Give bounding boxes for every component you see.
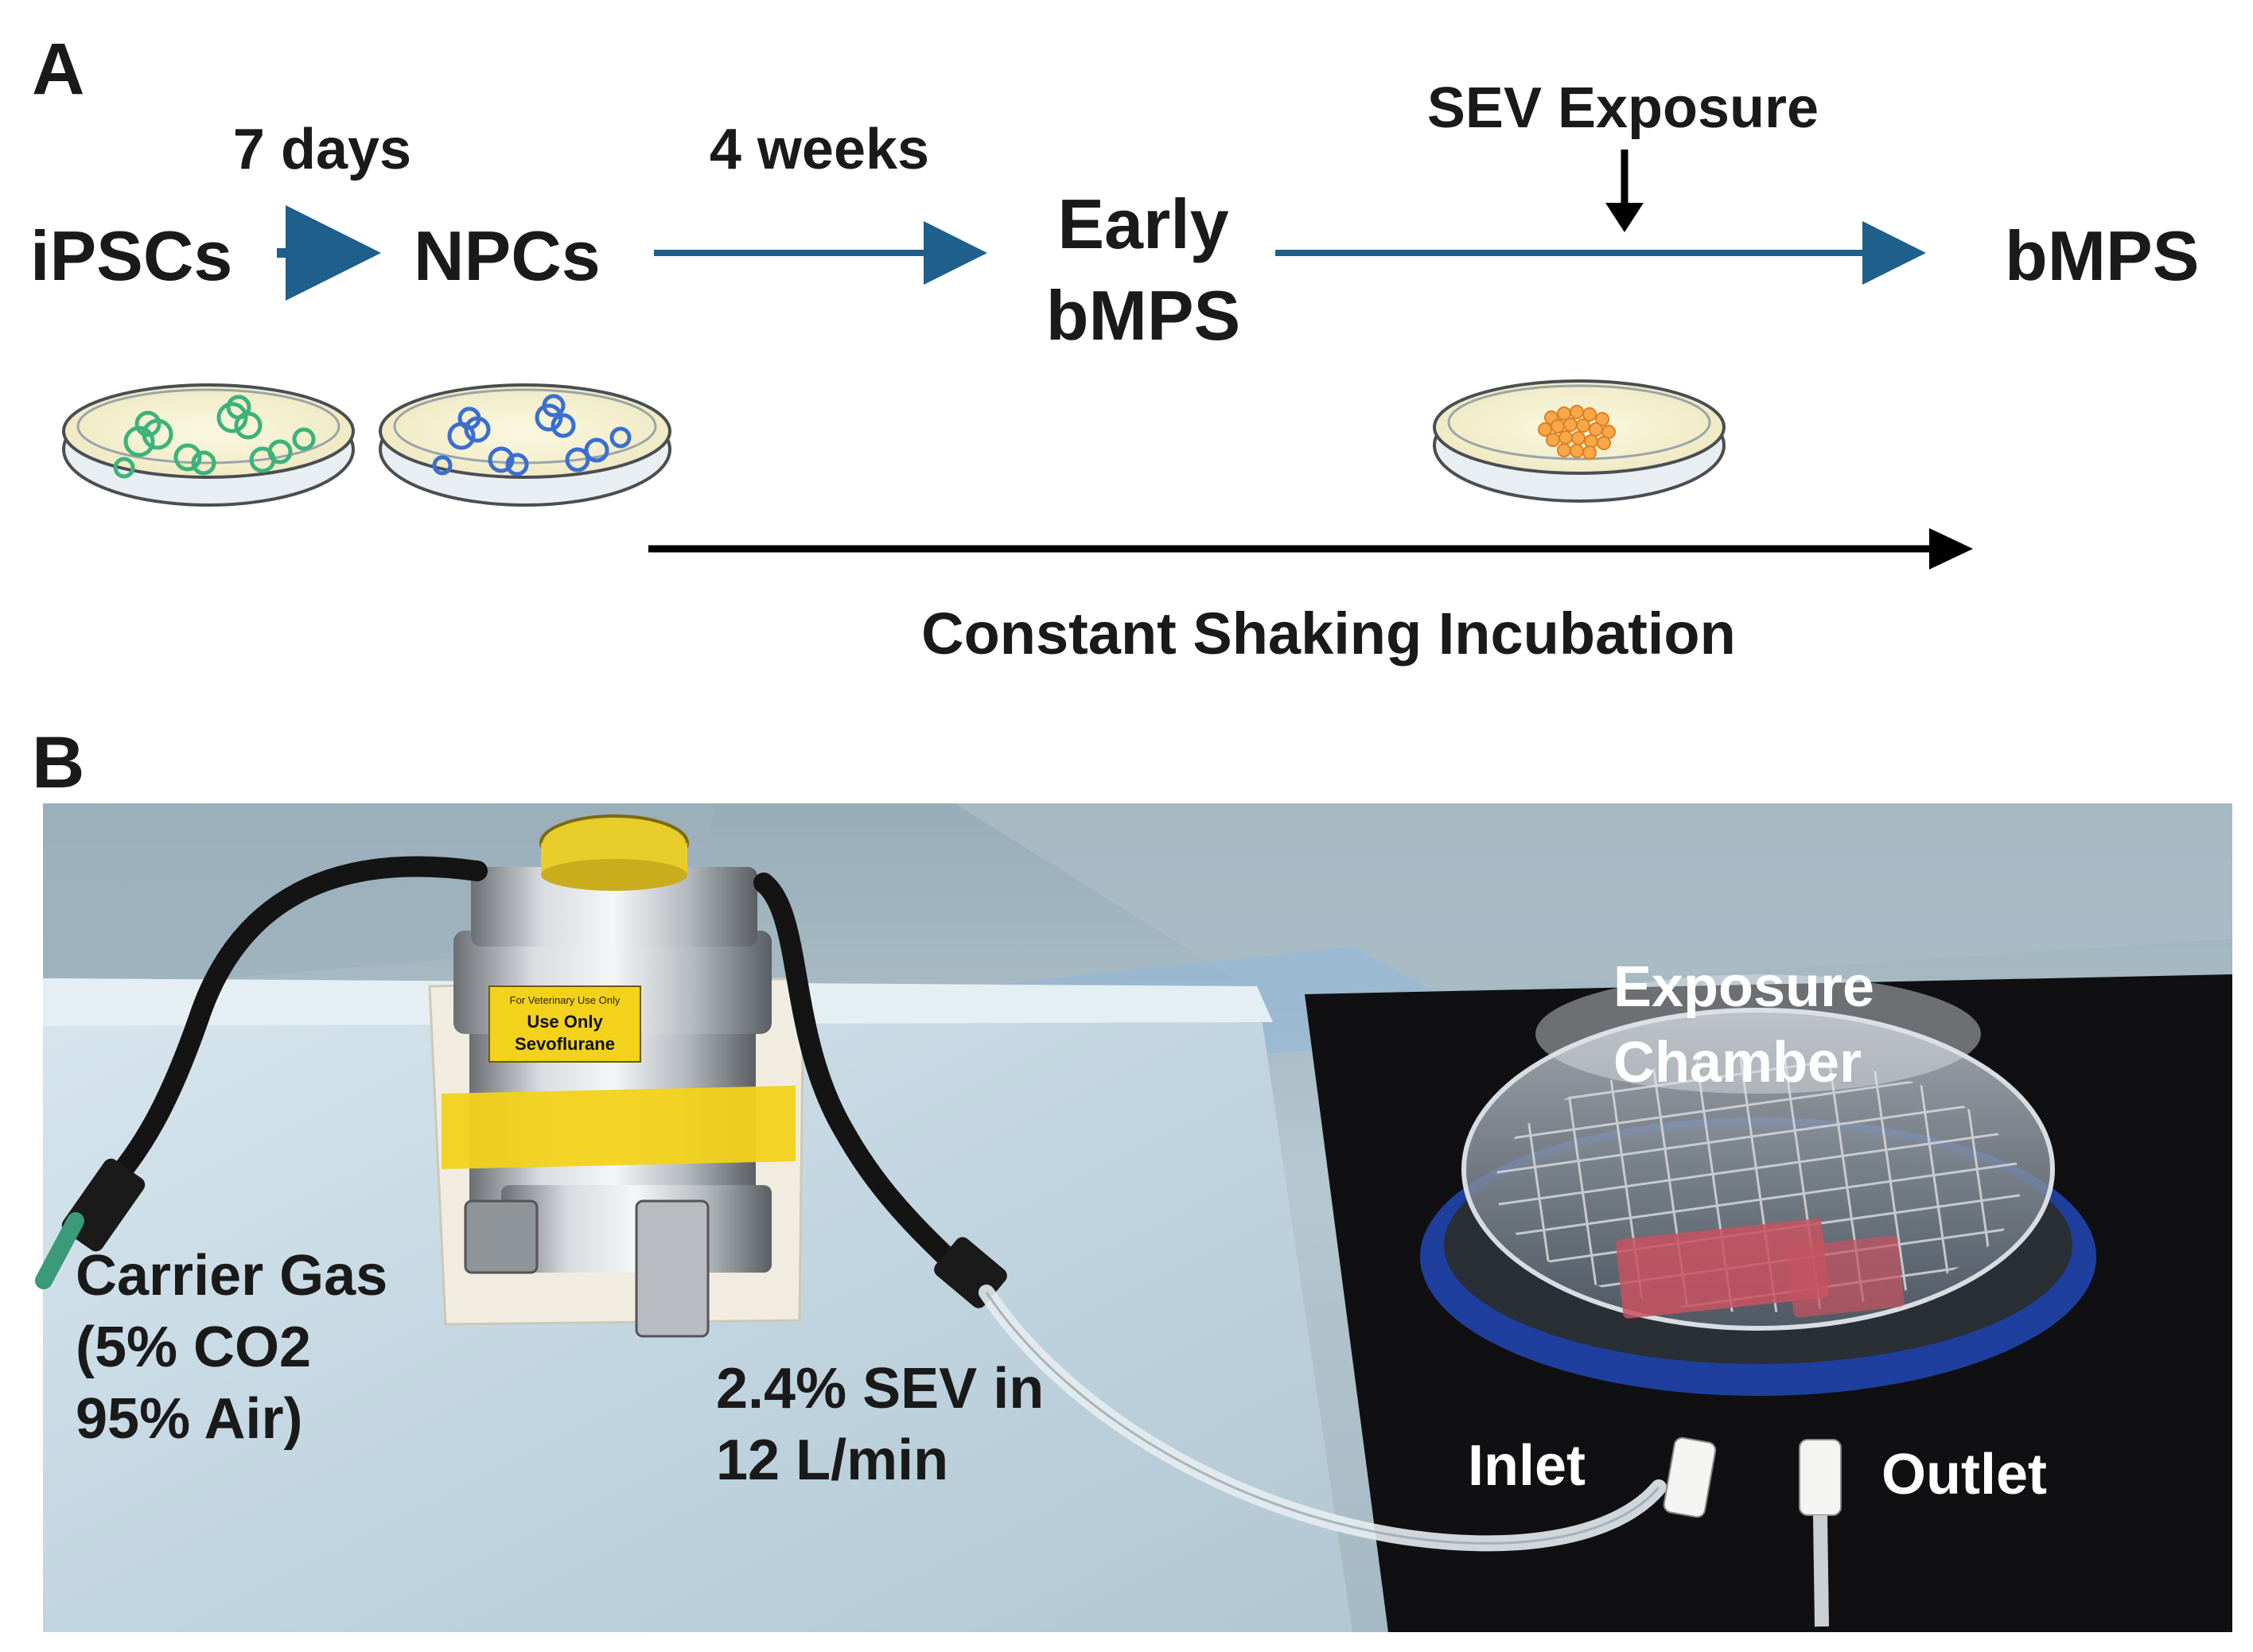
vaporizer-label-line2: Use Only <box>527 1012 603 1032</box>
petri-dish-ipscs <box>62 383 355 507</box>
vaporizer-label <box>488 985 641 1063</box>
carrier-gas-hose <box>85 856 488 1211</box>
sev-down-arrow <box>1605 150 1644 232</box>
incubation-label: Constant Shaking Incubation <box>921 601 1736 667</box>
stage-early: Early <box>1057 185 1228 263</box>
stage-ipscs: iPSCs <box>30 216 232 295</box>
exposure-chamber <box>1420 974 2096 1627</box>
petri-dish-npcs <box>379 383 671 507</box>
outlet-label: Outlet <box>1881 1443 2047 1506</box>
duration-4-weeks: 4 weeks <box>710 118 929 181</box>
panel-a-label: A <box>32 29 84 110</box>
sev-exposure-label: SEV Exposure <box>1427 76 1819 140</box>
vaporizer-label-line3: Sevoflurane <box>515 1034 615 1054</box>
stage-early-bmps: bMPS <box>1046 276 1240 355</box>
yellow-tape <box>442 1086 796 1169</box>
panel-b: B For Veterinary Use Only Use On <box>32 722 2232 1632</box>
carrier-gas-line2: (5% CO2 <box>76 1316 311 1379</box>
panel-a: A 7 days 4 weeks SEV Exposure iPSCs NPCs… <box>30 29 2199 667</box>
sev-flow-line1: 2.4% SEV in <box>716 1357 1044 1421</box>
inlet-label: Inlet <box>1468 1434 1586 1498</box>
photo-exposure-setup: For Veterinary Use Only Use Only Sevoflu… <box>35 803 2232 1632</box>
chamber-label-line2: Chamber <box>1613 1031 1862 1094</box>
panel-b-label: B <box>32 722 84 803</box>
incubation-arrow <box>648 528 1973 569</box>
vaporizer-label-line1: For Veterinary Use Only <box>510 994 621 1006</box>
carrier-gas-line1: Carrier Gas <box>76 1244 387 1308</box>
chamber-label-line1: Exposure <box>1613 955 1874 1019</box>
stage-npcs: NPCs <box>414 216 601 295</box>
sev-outlet-hose <box>753 873 981 1291</box>
petri-dish-bmps <box>1433 379 1726 503</box>
duration-7-days: 7 days <box>233 118 411 181</box>
stage-bmps: bMPS <box>2005 216 2199 295</box>
carrier-gas-line3: 95% Air) <box>76 1387 302 1451</box>
sev-flow-line2: 12 L/min <box>716 1428 948 1492</box>
